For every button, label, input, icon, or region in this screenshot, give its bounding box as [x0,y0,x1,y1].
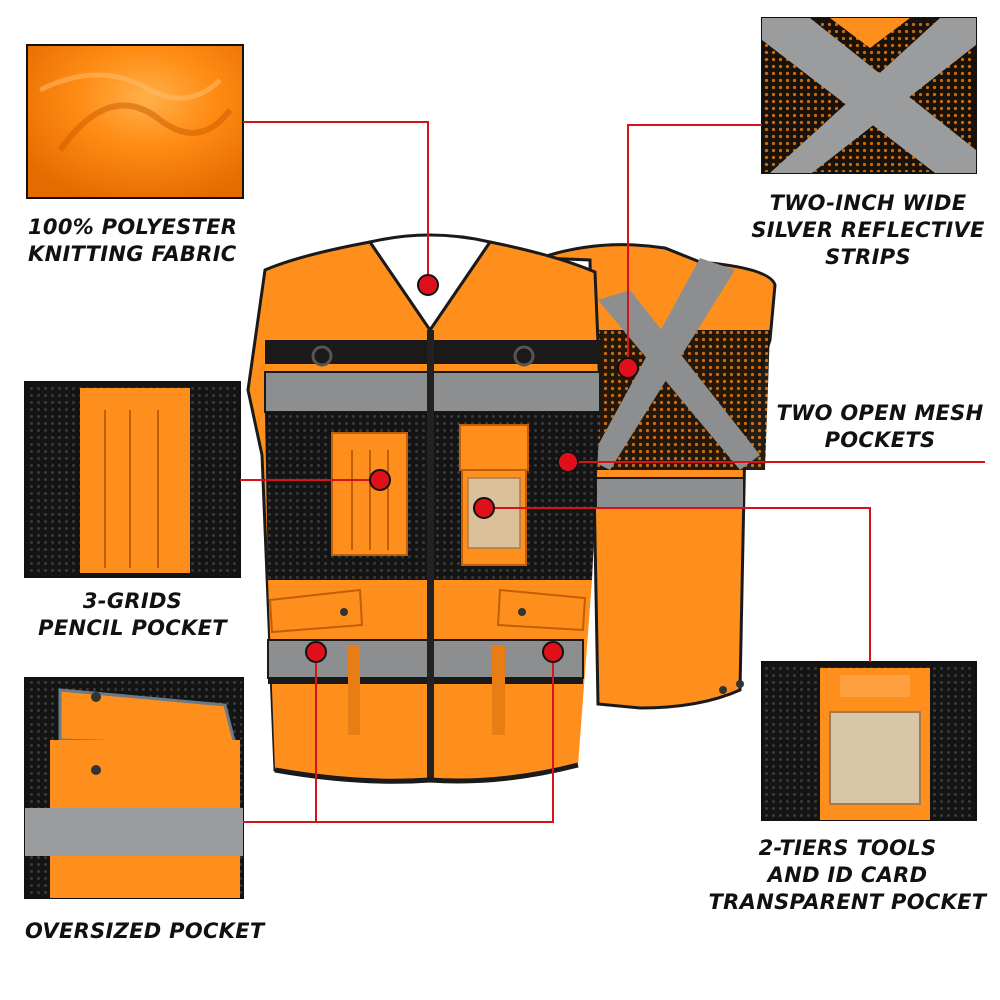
dot-idcard [473,497,495,519]
pencil-pocket-thumbnail [24,381,241,578]
fabric-thumbnail [26,44,244,199]
label-reflective: TWO-INCH WIDE SILVER REFLECTIVE STRIPS [751,191,985,269]
label-oversized: OVERSIZED POCKET [25,919,265,943]
label-mesh: TWO OPEN MESH POCKETS [776,401,984,452]
callout-lines [240,121,985,823]
dot-mesh [557,451,579,473]
dot-oversized-left [305,641,327,663]
label-pencil: 3-GRIDS PENCIL POCKET [38,589,227,640]
dot-reflective [617,357,639,379]
callout-dots [305,274,639,663]
dot-fabric [417,274,439,296]
reflective-thumbnail [761,17,977,174]
dot-pencil [369,469,391,491]
dot-oversized-right [542,641,564,663]
label-fabric: 100% POLYESTER KNITTING FABRIC [28,215,238,266]
idcard-pocket-thumbnail [761,661,977,821]
vest-front [246,233,602,784]
oversized-pocket-thumbnail [24,677,244,899]
label-idcard: 2-TIERS TOOLS AND ID CARD TRANSPARENT PO… [708,836,987,914]
